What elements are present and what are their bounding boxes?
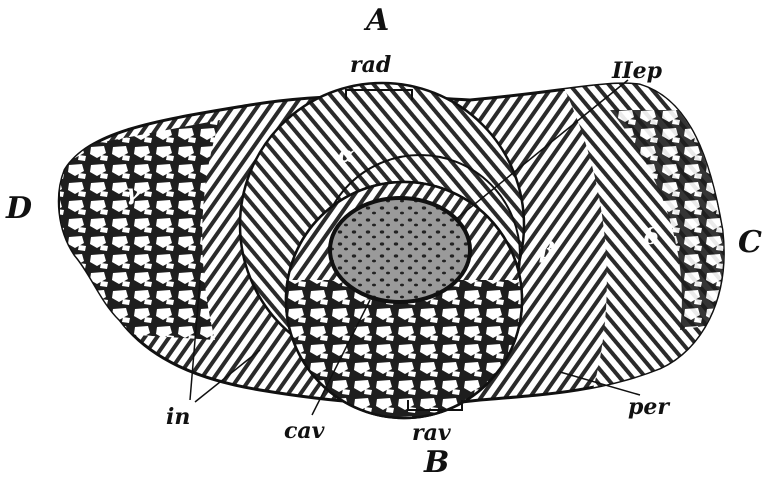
label-C: C <box>738 225 762 260</box>
label-cav: cav <box>284 418 325 444</box>
label-IIep: IIep <box>611 58 663 84</box>
label-A: A <box>363 3 389 38</box>
label-B: B <box>423 445 449 479</box>
label-delta: δ <box>643 224 659 250</box>
label-D: D <box>5 191 32 226</box>
label-alpha: α <box>338 142 355 168</box>
label-per: per <box>628 394 670 420</box>
label-rad: rad <box>350 52 391 78</box>
label-rav: rav <box>412 420 451 446</box>
label-beta: β <box>539 238 555 264</box>
label-in: in <box>166 404 190 430</box>
label-gamma: γ <box>126 180 142 206</box>
left-cellular-zone <box>60 120 220 340</box>
central-canal <box>330 198 470 302</box>
